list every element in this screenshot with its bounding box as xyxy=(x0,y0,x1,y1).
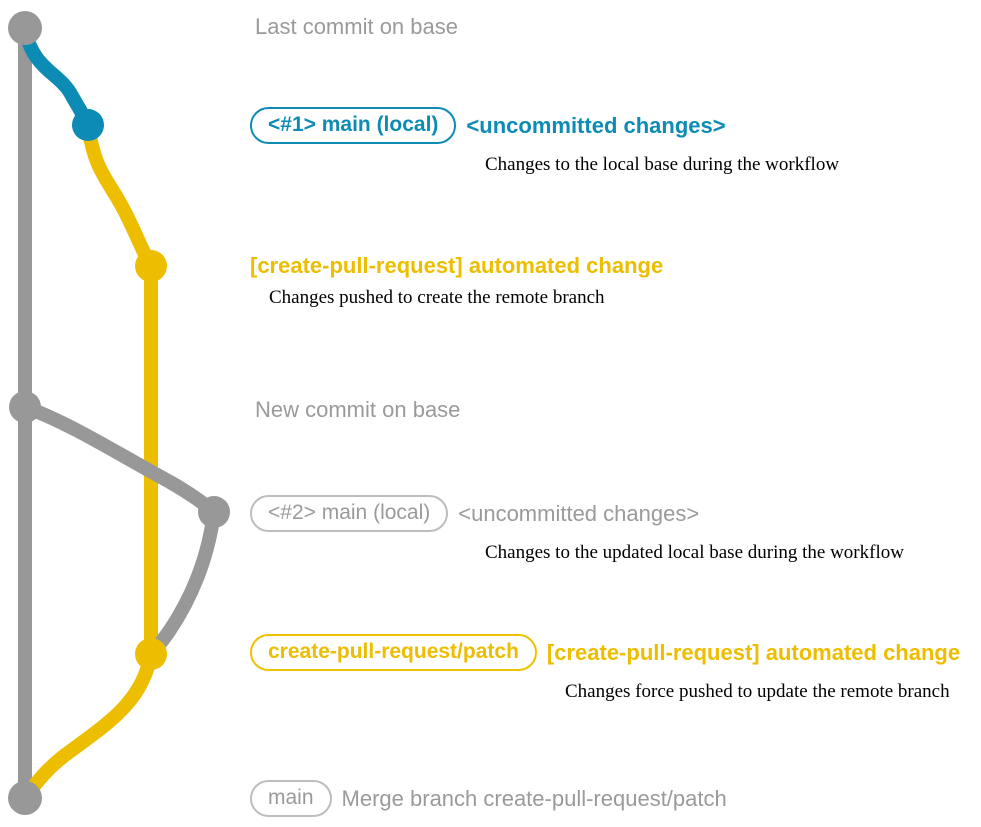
note-new-commit-on-base: New commit on base xyxy=(255,397,461,422)
branch-graph xyxy=(8,11,230,815)
entry-automated-change-1-row: [create-pull-request] automated change xyxy=(250,255,663,277)
entry-local-2: <#2> main (local) <uncommitted changes> … xyxy=(250,495,904,562)
entry-automated-change-1-subtext: Changes pushed to create the remote bran… xyxy=(269,287,605,308)
entry-automated-change-2-headline: [create-pull-request] automated change xyxy=(546,639,961,665)
entry-automated-change-2-row: create-pull-request/patch [create-pull-r… xyxy=(250,634,960,671)
entry-automated-change-1-headline: [create-pull-request] automated change xyxy=(250,253,664,278)
entry-local-1: <#1> main (local) <uncommitted changes> … xyxy=(250,107,839,174)
commit-node-local-2[interactable] xyxy=(198,496,230,528)
branch-pill-patch[interactable]: create-pull-request/patch xyxy=(250,634,537,671)
branch-pill-local-2[interactable]: <#2> main (local) xyxy=(250,495,449,532)
entry-merge-commit: main Merge branch create-pull-request/pa… xyxy=(250,780,727,817)
commit-node-patch-1[interactable] xyxy=(135,250,167,282)
commit-node-base-head[interactable] xyxy=(8,11,42,45)
note-last-commit-on-base: Last commit on base xyxy=(255,14,458,39)
branch-pill-main[interactable]: main xyxy=(250,780,332,817)
commit-node-patch-2[interactable] xyxy=(135,638,167,670)
entry-local-2-row: <#2> main (local) <uncommitted changes> xyxy=(250,495,904,532)
commit-node-base-new[interactable] xyxy=(9,391,41,423)
branch-pill-local-1[interactable]: <#1> main (local) xyxy=(250,107,457,144)
entry-local-1-subtext: Changes to the local base during the wor… xyxy=(485,154,840,175)
entry-automated-change-2-subtext: Changes force pushed to update the remot… xyxy=(565,681,950,702)
entry-local-2-subtext: Changes to the updated local base during… xyxy=(485,542,904,563)
entry-merge-commit-headline: Merge branch create-pull-request/patch xyxy=(341,785,727,811)
commit-node-local-1[interactable] xyxy=(72,109,104,141)
entry-local-1-row: <#1> main (local) <uncommitted changes> xyxy=(250,107,839,144)
entry-merge-commit-row: main Merge branch create-pull-request/pa… xyxy=(250,780,727,817)
entry-local-2-headline: <uncommitted changes> xyxy=(458,500,700,526)
merge-line-yellow xyxy=(18,647,158,805)
entry-automated-change-1: [create-pull-request] automated change C… xyxy=(250,255,663,308)
entry-automated-change-2: create-pull-request/patch [create-pull-r… xyxy=(250,634,960,701)
commit-node-merge[interactable] xyxy=(8,781,42,815)
entry-local-1-headline: <uncommitted changes> xyxy=(466,112,726,138)
